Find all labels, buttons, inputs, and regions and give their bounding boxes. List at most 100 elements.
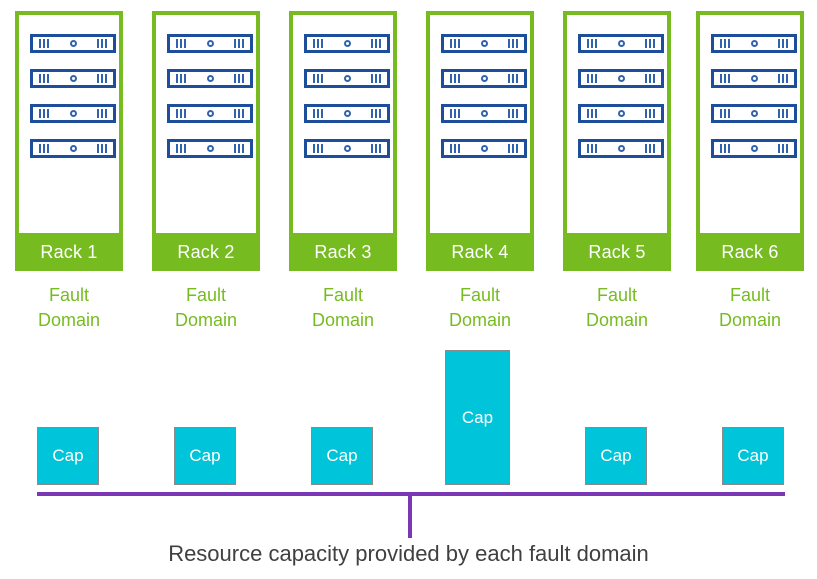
disk-ring-icon bbox=[750, 40, 758, 47]
server-unit-icon bbox=[167, 69, 253, 88]
vent-bars-left-icon bbox=[720, 144, 730, 153]
diagram-caption: Resource capacity provided by each fault… bbox=[168, 541, 649, 566]
server-unit-icon bbox=[304, 104, 390, 123]
server-unit-icon bbox=[30, 104, 116, 123]
fault-domain-label-line2: Domain bbox=[311, 310, 375, 330]
server-unit-icon bbox=[304, 139, 390, 158]
fault-domain-label: Fault Domain bbox=[563, 283, 671, 333]
rack-enclosure bbox=[289, 11, 397, 233]
rack-column-1: Rack 1 Fault Domain bbox=[15, 11, 123, 333]
disk-ring-icon bbox=[480, 110, 488, 117]
vent-bars-right-icon bbox=[645, 74, 655, 83]
vent-bars-left-icon bbox=[176, 144, 186, 153]
caption-pointer-stem bbox=[408, 492, 412, 538]
rack-label: Rack 3 bbox=[289, 233, 397, 271]
fault-domain-label: Fault Domain bbox=[426, 283, 534, 333]
server-unit-icon bbox=[578, 104, 664, 123]
vent-bars-right-icon bbox=[371, 39, 381, 48]
rack-column-3: Rack 3 Fault Domain bbox=[289, 11, 397, 333]
disk-ring-icon bbox=[206, 110, 214, 117]
disk-ring-icon bbox=[206, 75, 214, 82]
vent-bars-right-icon bbox=[778, 109, 788, 118]
server-unit-icon bbox=[304, 34, 390, 53]
disk-ring-icon bbox=[480, 40, 488, 47]
fault-domain-label-line2: Domain bbox=[37, 310, 101, 330]
rack-column-2: Rack 2 Fault Domain bbox=[152, 11, 260, 333]
rack-label: Rack 4 bbox=[426, 233, 534, 271]
fault-domain-label-line1: Fault bbox=[185, 285, 227, 305]
vent-bars-right-icon bbox=[508, 74, 518, 83]
vent-bars-left-icon bbox=[587, 74, 597, 83]
disk-ring-icon bbox=[750, 110, 758, 117]
vent-bars-left-icon bbox=[313, 109, 323, 118]
fault-domain-label: Fault Domain bbox=[15, 283, 123, 333]
server-unit-icon bbox=[578, 69, 664, 88]
disk-ring-icon bbox=[206, 145, 214, 152]
fault-domain-label-line2: Domain bbox=[448, 310, 512, 330]
vent-bars-left-icon bbox=[176, 109, 186, 118]
vent-bars-right-icon bbox=[778, 74, 788, 83]
capacity-bar-rack-2: Cap bbox=[174, 427, 236, 485]
server-unit-icon bbox=[441, 139, 527, 158]
vent-bars-right-icon bbox=[778, 39, 788, 48]
disk-ring-icon bbox=[343, 145, 351, 152]
vent-bars-left-icon bbox=[313, 74, 323, 83]
vent-bars-right-icon bbox=[234, 109, 244, 118]
disk-ring-icon bbox=[69, 110, 77, 117]
fault-domain-label: Fault Domain bbox=[289, 283, 397, 333]
server-unit-icon bbox=[578, 34, 664, 53]
disk-ring-icon bbox=[343, 40, 351, 47]
vent-bars-left-icon bbox=[176, 39, 186, 48]
fault-domain-label-line1: Fault bbox=[48, 285, 90, 305]
vent-bars-right-icon bbox=[778, 144, 788, 153]
server-unit-icon bbox=[711, 69, 797, 88]
vent-bars-left-icon bbox=[720, 74, 730, 83]
vent-bars-right-icon bbox=[97, 109, 107, 118]
vent-bars-right-icon bbox=[371, 74, 381, 83]
vent-bars-left-icon bbox=[313, 39, 323, 48]
disk-ring-icon bbox=[69, 145, 77, 152]
fault-domain-label: Fault Domain bbox=[152, 283, 260, 333]
server-unit-icon bbox=[441, 34, 527, 53]
vent-bars-right-icon bbox=[234, 74, 244, 83]
server-unit-icon bbox=[711, 34, 797, 53]
server-unit-icon bbox=[167, 104, 253, 123]
rack-column-4: Rack 4 Fault Domain bbox=[426, 11, 534, 333]
disk-ring-icon bbox=[69, 75, 77, 82]
vent-bars-right-icon bbox=[508, 39, 518, 48]
vent-bars-left-icon bbox=[176, 74, 186, 83]
vent-bars-right-icon bbox=[234, 39, 244, 48]
vent-bars-right-icon bbox=[645, 144, 655, 153]
server-unit-icon bbox=[711, 139, 797, 158]
vent-bars-right-icon bbox=[371, 109, 381, 118]
disk-ring-icon bbox=[343, 75, 351, 82]
server-unit-icon bbox=[441, 69, 527, 88]
fault-domain-label-line2: Domain bbox=[585, 310, 649, 330]
disk-ring-icon bbox=[206, 40, 214, 47]
vent-bars-right-icon bbox=[645, 39, 655, 48]
vent-bars-right-icon bbox=[371, 144, 381, 153]
disk-ring-icon bbox=[617, 75, 625, 82]
rack-column-6: Rack 6 Fault Domain bbox=[696, 11, 804, 333]
fault-domain-label-line1: Fault bbox=[596, 285, 638, 305]
capacity-bar-rack-1: Cap bbox=[37, 427, 99, 485]
rack-label: Rack 5 bbox=[563, 233, 671, 271]
vent-bars-left-icon bbox=[720, 109, 730, 118]
server-unit-icon bbox=[30, 139, 116, 158]
rack-label: Rack 2 bbox=[152, 233, 260, 271]
vent-bars-left-icon bbox=[587, 39, 597, 48]
vent-bars-left-icon bbox=[720, 39, 730, 48]
disk-ring-icon bbox=[69, 40, 77, 47]
disk-ring-icon bbox=[480, 75, 488, 82]
vent-bars-left-icon bbox=[450, 144, 460, 153]
disk-ring-icon bbox=[617, 110, 625, 117]
vent-bars-left-icon bbox=[39, 74, 49, 83]
capacity-bar-rack-6: Cap bbox=[722, 427, 784, 485]
server-unit-icon bbox=[304, 69, 390, 88]
rack-enclosure bbox=[152, 11, 260, 233]
vent-bars-left-icon bbox=[587, 144, 597, 153]
vent-bars-left-icon bbox=[587, 109, 597, 118]
vent-bars-right-icon bbox=[234, 144, 244, 153]
rack-enclosure bbox=[696, 11, 804, 233]
